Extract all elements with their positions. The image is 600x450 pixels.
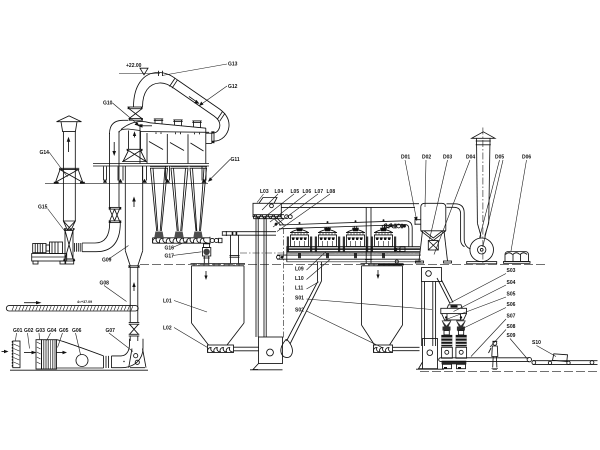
svg-text:D01: D01 [401, 155, 410, 161]
svg-text:S08: S08 [507, 324, 516, 330]
svg-text:L07: L07 [315, 189, 324, 195]
svg-text:G06: G06 [72, 328, 82, 334]
svg-text:S10: S10 [532, 340, 541, 346]
svg-text:S05: S05 [507, 292, 516, 298]
svg-text:S04: S04 [507, 280, 516, 286]
svg-text:S06: S06 [507, 302, 516, 308]
svg-text:D05: D05 [495, 155, 504, 161]
svg-text:G14: G14 [40, 150, 50, 156]
svg-text:D04: D04 [466, 155, 475, 161]
svg-text:S01: S01 [295, 296, 304, 302]
svg-text:G08: G08 [100, 281, 110, 287]
svg-text:G04: G04 [47, 328, 57, 334]
svg-text:G16: G16 [165, 246, 175, 252]
svg-text:S09: S09 [507, 333, 516, 339]
svg-text:G17: G17 [165, 254, 175, 260]
svg-text:S07: S07 [507, 314, 516, 320]
svg-text:L06: L06 [303, 189, 312, 195]
svg-text:G13: G13 [228, 62, 238, 68]
svg-text:D06: D06 [522, 155, 531, 161]
svg-text:S03: S03 [507, 268, 516, 274]
svg-text:4≈+37.09: 4≈+37.09 [77, 300, 92, 304]
svg-text:S02: S02 [295, 308, 304, 314]
svg-text:L09: L09 [295, 267, 304, 273]
svg-text:G09: G09 [102, 258, 112, 264]
svg-text:L10: L10 [295, 276, 304, 282]
svg-text:G10: G10 [103, 101, 113, 107]
svg-text:G01: G01 [13, 328, 23, 334]
svg-text:L02: L02 [163, 326, 172, 332]
svg-text:G02: G02 [24, 328, 34, 334]
svg-text:G11: G11 [231, 157, 240, 163]
svg-text:+22.00: +22.00 [126, 63, 142, 69]
svg-text:L04: L04 [275, 189, 284, 195]
svg-text:G15: G15 [38, 205, 48, 211]
svg-text:D02: D02 [422, 155, 431, 161]
svg-text:L01: L01 [163, 299, 172, 305]
svg-text:G07: G07 [106, 328, 116, 334]
svg-text:L11: L11 [295, 286, 304, 292]
svg-text:G05: G05 [59, 328, 69, 334]
svg-text:L08: L08 [327, 189, 336, 195]
svg-text:G12: G12 [228, 84, 238, 90]
svg-text:L05: L05 [291, 189, 300, 195]
svg-text:G03: G03 [36, 328, 46, 334]
svg-text:L03: L03 [260, 189, 269, 195]
svg-text:D03: D03 [443, 155, 452, 161]
